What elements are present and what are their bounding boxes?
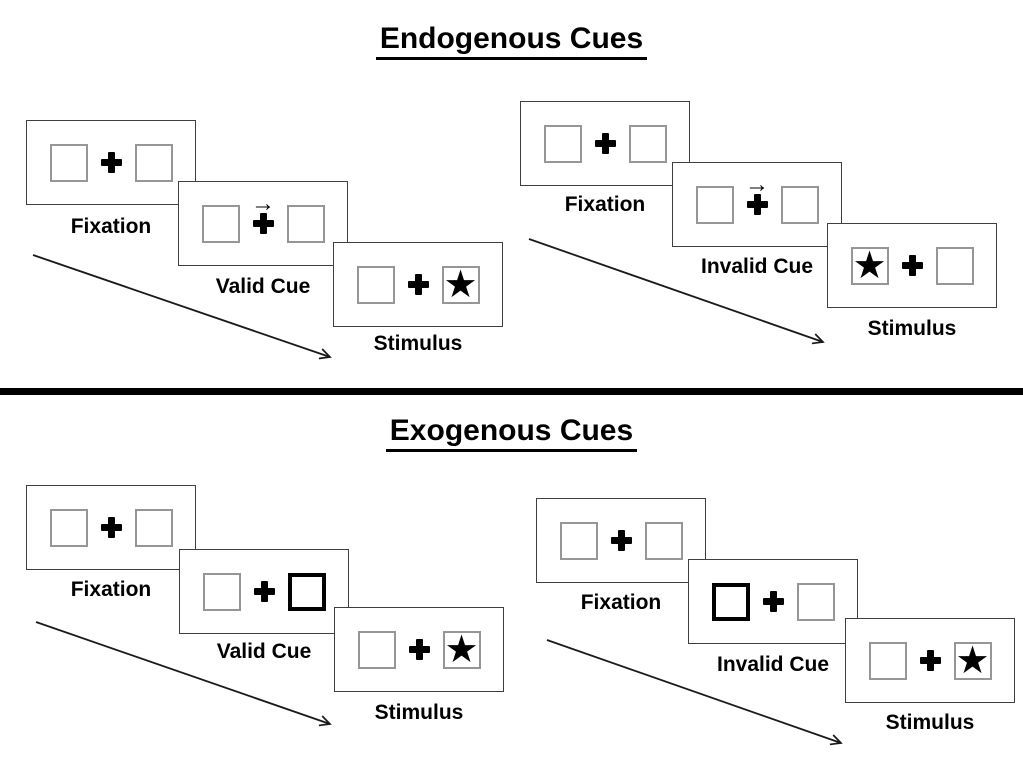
star-icon: ★	[955, 641, 990, 680]
right-placeholder-box	[134, 143, 173, 182]
panel-label: Fixation	[70, 215, 152, 238]
right-placeholder-box	[780, 185, 819, 224]
plus-icon	[253, 581, 275, 602]
right-placeholder-box	[796, 582, 835, 621]
left-placeholder-box	[356, 265, 395, 304]
panel-label: Stimulus	[374, 701, 464, 724]
left-placeholder-box	[202, 572, 241, 611]
endogenous-valid-fixation-panel	[26, 120, 196, 205]
panel-label: Invalid Cue	[716, 653, 830, 676]
right-cue-highlight-box	[287, 572, 326, 611]
left-placeholder-box	[49, 508, 88, 547]
panel-label: Stimulus	[867, 317, 957, 340]
left-cue-highlight-box	[711, 582, 750, 621]
left-placeholder-box	[543, 124, 582, 163]
right-placeholder-box	[935, 246, 974, 285]
plus-icon	[408, 639, 430, 660]
exogenous-invalid-fixation-panel	[536, 498, 706, 583]
fixation-cross-wrap	[919, 650, 941, 671]
endogenous-invalid-stimulus-panel: ★	[827, 223, 997, 308]
fixation-cross-wrap	[610, 530, 632, 551]
plus-icon	[610, 530, 632, 551]
star-icon: ★	[443, 265, 478, 304]
exogenous-valid-cue-panel	[179, 549, 349, 634]
endogenous-valid-cue-panel: →	[178, 181, 348, 266]
fixation-cross-wrap: →	[251, 192, 275, 234]
fixation-cross-wrap	[408, 639, 430, 660]
plus-icon	[252, 213, 274, 234]
plus-icon	[100, 152, 122, 173]
fixation-cross-wrap: →	[745, 173, 769, 215]
fixation-cross-wrap	[100, 517, 122, 538]
right-placeholder-box	[628, 124, 667, 163]
exogenous-valid-timeline-arrow	[35, 621, 332, 727]
endogenous-invalid-fixation-panel	[520, 101, 690, 186]
fixation-cross-wrap	[762, 591, 784, 612]
endogenous-valid-timeline-arrow	[32, 254, 332, 360]
right-placeholder-box	[134, 508, 173, 547]
left-placeholder-box	[559, 521, 598, 560]
exogenous-valid-stimulus-panel: ★	[334, 607, 504, 692]
panel-label: Fixation	[580, 591, 662, 614]
panel-label: Stimulus	[373, 332, 463, 355]
plus-icon	[100, 517, 122, 538]
left-stimulus-box: ★	[850, 246, 889, 285]
right-stimulus-box: ★	[441, 265, 480, 304]
panel-label: Valid Cue	[216, 640, 312, 663]
exogenous-valid-fixation-panel	[26, 485, 196, 570]
star-icon: ★	[852, 246, 887, 285]
right-stimulus-box: ★	[442, 630, 481, 669]
panel-label: Invalid Cue	[700, 255, 814, 278]
right-placeholder-box	[286, 204, 325, 243]
fixation-cross-wrap	[100, 152, 122, 173]
panel-label: Fixation	[70, 578, 152, 601]
exogenous-section-title: Exogenous Cues	[0, 414, 1023, 452]
fixation-cross-wrap	[407, 274, 429, 295]
endogenous-section-title: Endogenous Cues	[0, 22, 1023, 60]
exogenous-title-text: Exogenous Cues	[385, 414, 638, 452]
plus-icon	[901, 255, 923, 276]
right-arrow-icon: →	[251, 190, 275, 217]
panel-label: Valid Cue	[215, 275, 311, 298]
endogenous-invalid-cue-panel: →	[672, 162, 842, 247]
fixation-cross-wrap	[901, 255, 923, 276]
exogenous-invalid-cue-panel	[688, 559, 858, 644]
right-arrow-icon: →	[745, 171, 769, 198]
left-placeholder-box	[868, 641, 907, 680]
left-placeholder-box	[695, 185, 734, 224]
left-placeholder-box	[357, 630, 396, 669]
exogenous-invalid-stimulus-panel: ★	[845, 618, 1015, 703]
panel-label: Stimulus	[885, 711, 975, 734]
plus-icon	[919, 650, 941, 671]
right-placeholder-box	[644, 521, 683, 560]
section-divider-line	[0, 388, 1023, 395]
left-placeholder-box	[49, 143, 88, 182]
plus-icon	[746, 194, 768, 215]
endogenous-valid-stimulus-panel: ★	[333, 242, 503, 327]
fixation-cross-wrap	[594, 133, 616, 154]
plus-icon	[762, 591, 784, 612]
fixation-cross-wrap	[253, 581, 275, 602]
panel-label: Fixation	[564, 193, 646, 216]
left-placeholder-box	[201, 204, 240, 243]
endogenous-title-text: Endogenous Cues	[375, 22, 648, 60]
plus-icon	[594, 133, 616, 154]
right-stimulus-box: ★	[953, 641, 992, 680]
plus-icon	[407, 274, 429, 295]
star-icon: ★	[444, 630, 479, 669]
